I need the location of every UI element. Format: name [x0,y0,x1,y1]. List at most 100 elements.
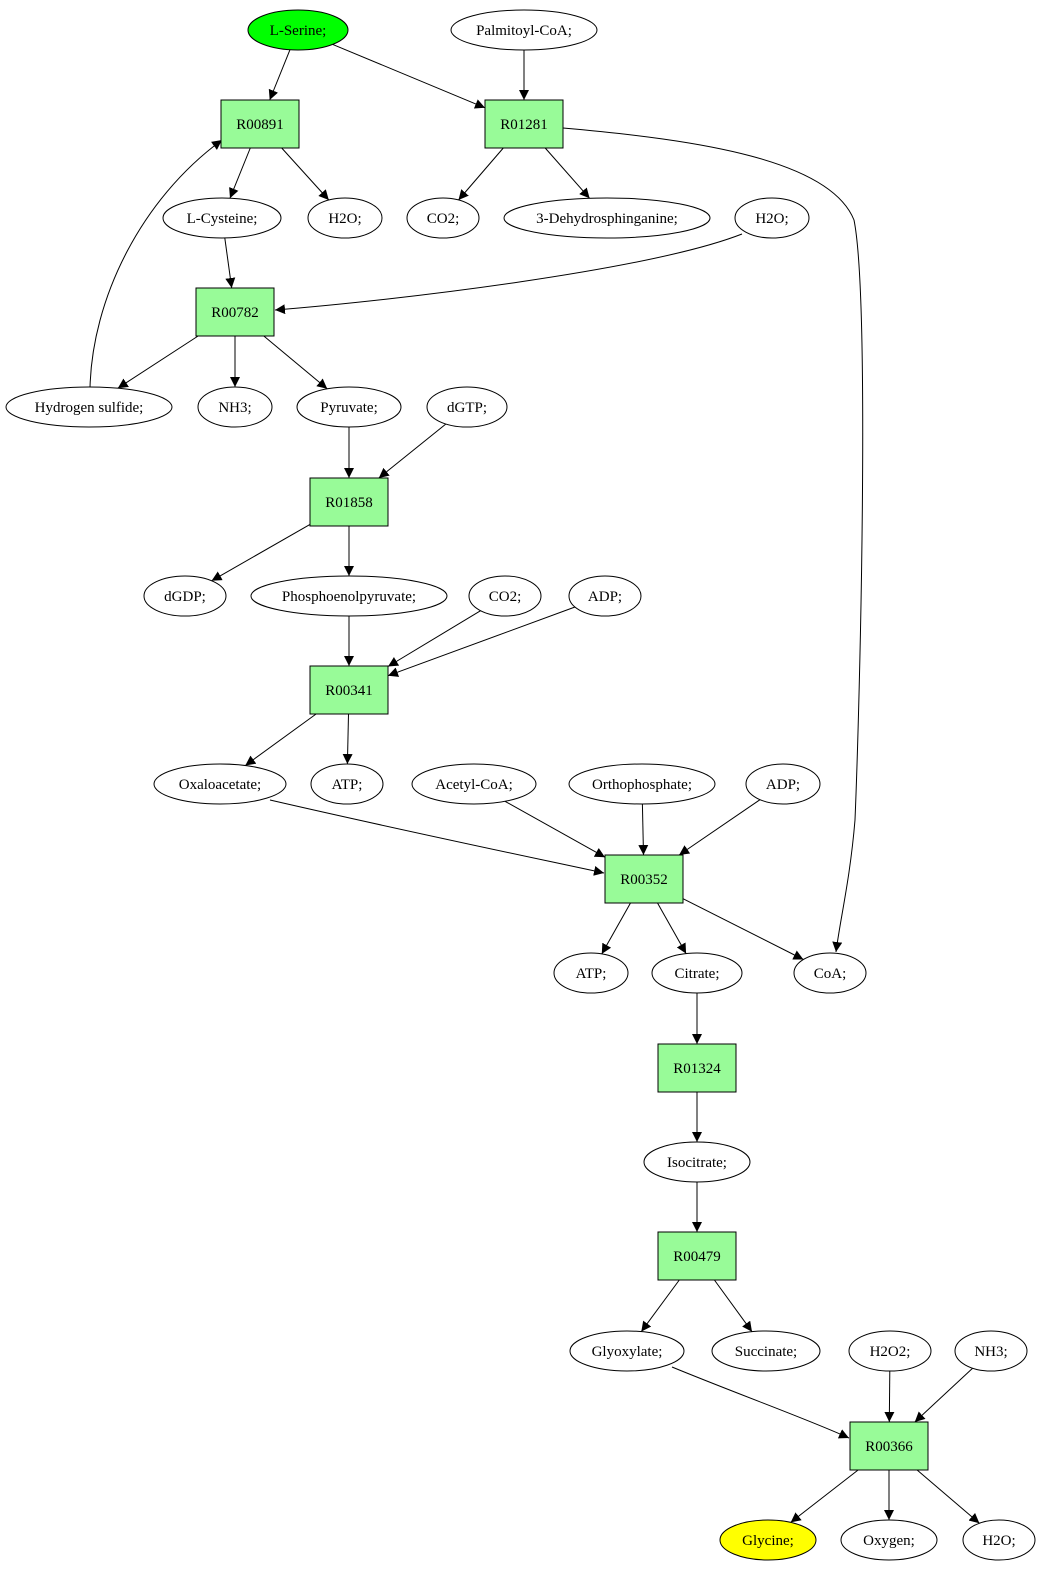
compound-node-c12: dGDP; [143,575,227,617]
node-label: ADP; [588,589,622,605]
node-label: L-Serine; [270,23,327,39]
compound-ellipse [569,1330,685,1372]
compound-node-c14: CO2; [468,575,542,617]
compound-ellipse [5,386,173,428]
node-label: Isocitrate; [667,1155,727,1171]
node-label: R01858 [325,495,373,511]
compound-ellipse [250,575,448,617]
node-label: H2O; [755,211,788,227]
compound-node-c26: Succinate; [711,1330,821,1372]
compound-node-c4: H2O; [307,197,383,239]
node-label: Glycine; [742,1533,794,1549]
reaction-box [849,1421,929,1471]
edge-r6-to-c23 [682,898,804,960]
node-label: CO2; [427,211,460,227]
compound-node-c28: NH3; [954,1330,1028,1372]
compound-ellipse [848,1330,932,1372]
node-label: R00891 [236,117,284,133]
compound-ellipse [734,197,810,239]
node-label: NH3; [974,1344,1007,1360]
node-label: Hydrogen sulfide; [35,400,144,416]
edge-r9-to-c29 [790,1469,859,1523]
compound-ellipse [162,197,282,239]
edge-r1-to-c4 [281,147,330,201]
edge-r2-to-c5 [458,147,504,201]
compound-node-c6: 3-Dehydrosphinganine; [503,197,711,239]
edge-r4-to-c12 [211,523,311,582]
node-label: Citrate; [675,966,720,982]
compound-ellipse [840,1519,938,1561]
compound-node-c2: Palmitoyl-CoA; [450,9,598,51]
compound-ellipse [711,1330,821,1372]
node-label: Oxygen; [863,1533,915,1549]
edge-r2-to-c6 [544,147,590,199]
node-label: CoA; [814,966,847,982]
reaction-node-r1: R00891 [220,99,300,149]
node-label: H2O; [328,211,361,227]
compound-ellipse [962,1519,1036,1561]
reaction-node-r9: R00366 [849,1421,929,1471]
edge-c1-to-r1 [268,49,291,101]
edge-c20-to-r6 [678,799,761,856]
node-label: dGTP; [447,400,487,416]
edge-r8-to-c25 [640,1279,680,1332]
compound-node-c11: dGTP; [426,386,508,428]
node-label: Orthophosphate; [592,777,692,793]
compound-node-c8: Hydrogen sulfide; [5,386,173,428]
edge-r5-to-c17 [342,713,353,765]
reaction-box [309,665,389,715]
compound-ellipse [745,763,821,805]
compound-node-c18: Acetyl-CoA; [411,763,537,805]
compound-ellipse [143,575,227,617]
reaction-box [604,854,684,904]
compound-node-c9: NH3; [197,386,273,428]
compound-ellipse [643,1141,751,1183]
node-label: R00782 [211,305,259,321]
reaction-node-r3: R00782 [195,287,275,337]
node-label: Pyruvate; [320,400,378,416]
node-label: R01324 [673,1061,721,1077]
reaction-box [309,477,389,527]
reaction-node-r4: R01858 [309,477,389,527]
reaction-node-r7: R01324 [657,1043,737,1093]
compound-ellipse [411,763,537,805]
compound-ellipse [406,197,480,239]
node-label: R00352 [620,872,668,888]
compound-node-c10: Pyruvate; [296,386,402,428]
compound-node-c25: Glyoxylate; [569,1330,685,1372]
compound-ellipse [568,575,642,617]
edge-c11-to-r4 [378,423,447,479]
edge-r2-to-c23 [562,127,864,953]
compound-node-c21: ATP; [553,952,629,994]
node-label: Oxaloacetate; [179,777,261,793]
edge-r8-to-c26 [713,1279,753,1332]
edge-r6-to-c21 [601,902,631,955]
node-label: H2O; [982,1533,1015,1549]
compound-node-c29: Glycine; [719,1519,817,1561]
compound-node-c19: Orthophosphate; [568,763,716,805]
reaction-box [657,1043,737,1093]
compound-node-c23: CoA; [793,952,867,994]
compound-ellipse [568,763,716,805]
edge-c16-to-r6 [269,799,605,876]
compound-ellipse [553,952,629,994]
reaction-box [195,287,275,337]
node-label: CO2; [489,589,522,605]
compound-node-c17: ATP; [310,763,384,805]
compound-node-c24: Isocitrate; [643,1141,751,1183]
compound-ellipse [468,575,542,617]
edge-c28-to-r9 [914,1367,973,1423]
edge-r5-to-c16 [245,713,317,766]
compound-node-c30: Oxygen; [840,1519,938,1561]
edge-c8-to-r1 [89,139,223,389]
compound-node-c15: ADP; [568,575,642,617]
reaction-node-r6: R00352 [604,854,684,904]
edge-c7-to-r3 [274,233,743,315]
edge-r6-to-c22 [657,902,687,954]
edge-c19-to-r6 [638,803,649,856]
compound-ellipse [310,763,384,805]
node-label: ATP; [332,777,363,793]
compound-node-c22: Citrate; [651,952,743,994]
compound-node-c20: ADP; [745,763,821,805]
